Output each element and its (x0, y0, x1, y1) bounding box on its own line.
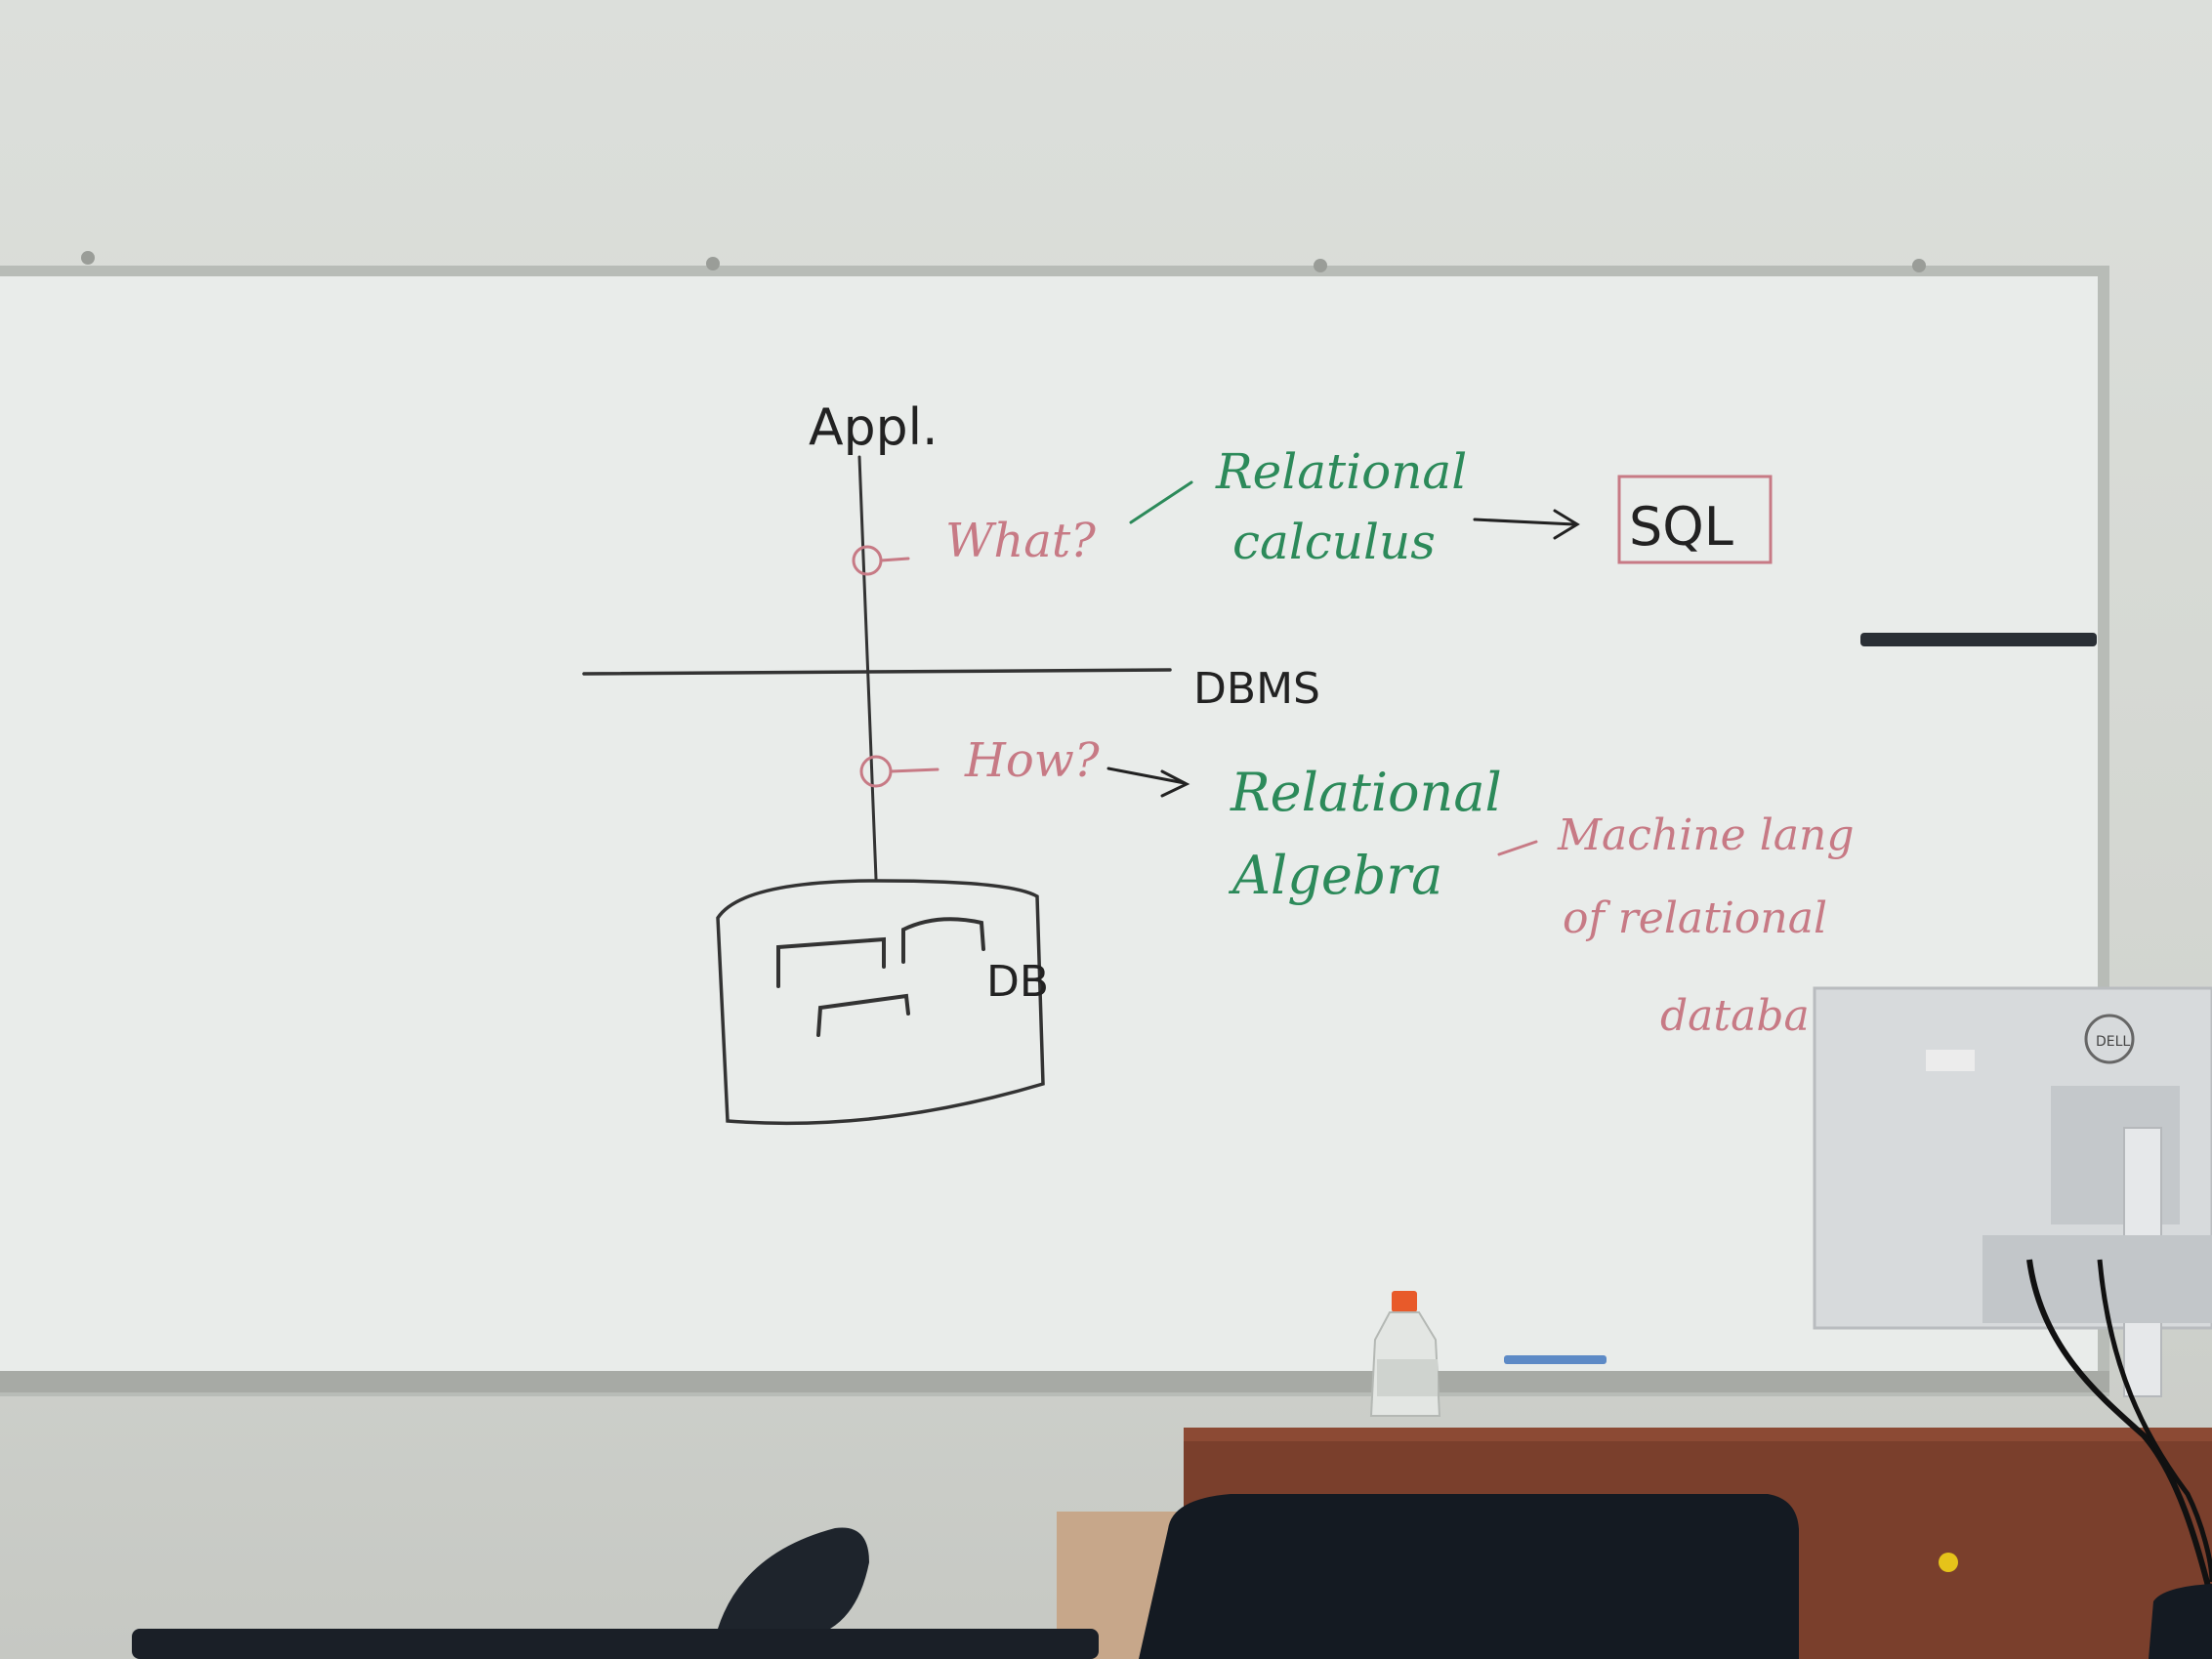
how-label: How? (964, 733, 1100, 788)
board-peg (706, 257, 720, 270)
monitor-icon: DELL (1813, 986, 2212, 1602)
how-connector (889, 767, 939, 773)
whiteboard (0, 251, 2109, 1396)
monitor-logo-ring (2084, 1014, 2135, 1064)
chair-back-center (1139, 1494, 1799, 1659)
board-text: Appl. What? Relational calculus SQL DBMS… (809, 398, 1855, 1041)
arrow-to-sql (1473, 518, 1576, 526)
board-peg (1314, 259, 1327, 272)
db-container (716, 879, 1045, 1126)
relational-algebra-line2: Algebra (1228, 845, 1442, 906)
chair-back-left (132, 1629, 1099, 1659)
calculus-dash (1129, 480, 1193, 524)
board-peg (81, 251, 95, 265)
marker-tray (0, 1371, 2109, 1392)
sql-label: SQL (1629, 496, 1733, 558)
what-connector (879, 557, 910, 562)
desk-sticker (1939, 1553, 1958, 1572)
diagram-connectors (879, 475, 1773, 856)
chair-icon (132, 1494, 2212, 1659)
monitor-port-area (1982, 1235, 2212, 1323)
dbms-label: DBMS (1193, 664, 1320, 714)
arrow-to-algebra (1106, 767, 1187, 785)
arrowhead-sql (1553, 509, 1580, 540)
db-table-shape (776, 936, 886, 988)
marker-on-tray (1504, 1355, 1607, 1364)
bottle-cap (1392, 1291, 1417, 1312)
machine-lang-dash (1497, 840, 1538, 856)
monitor-cable (2097, 1259, 2212, 1583)
relational-calculus-line1: Relational (1215, 443, 1467, 500)
chair-back-right (2149, 1584, 2212, 1659)
vertical-axis-line (857, 455, 878, 881)
monitor-brand: DELL (2096, 1034, 2130, 1050)
monitor-cable (2026, 1259, 2212, 1602)
db-table-shape (901, 917, 985, 964)
arrowhead-algebra (1160, 769, 1190, 798)
desk-top-edge (1184, 1428, 2212, 1441)
machine-lang-line2: of relational (1563, 893, 1827, 943)
bottle-icon (1369, 1291, 1441, 1417)
db-label: DB (986, 957, 1049, 1007)
relational-algebra-line1: Relational (1230, 762, 1502, 823)
sql-box (1617, 475, 1773, 564)
monitor-sticker (1926, 1050, 1975, 1071)
machine-lang-line3: databa (1660, 991, 1810, 1041)
db-table-shape (816, 993, 910, 1037)
whiteboard-surface (0, 276, 2098, 1380)
bottle-label (1377, 1359, 1438, 1396)
machine-lang-line1: Machine lang (1557, 810, 1855, 860)
app-label: Appl. (809, 398, 939, 457)
relational-calculus-line2: calculus (1232, 514, 1436, 570)
what-label: What? (945, 514, 1096, 568)
chair-armrest (718, 1527, 869, 1629)
board-peg (1912, 259, 1926, 272)
board-smudge (1860, 633, 2097, 646)
dbms-boundary-line (582, 668, 1172, 676)
